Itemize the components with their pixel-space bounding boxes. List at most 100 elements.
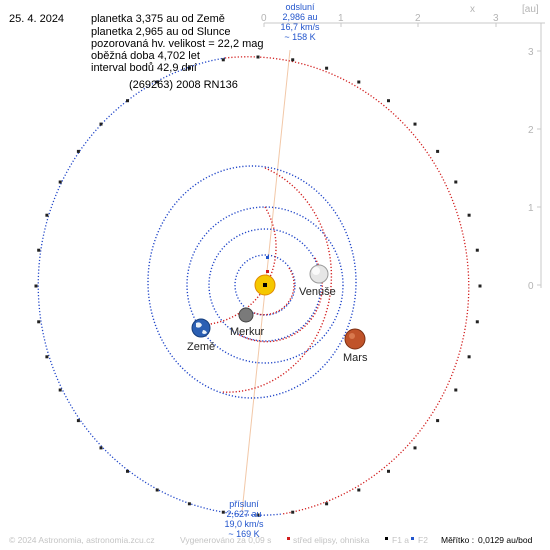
perihelion-speed: 19,0 km/s xyxy=(224,519,264,529)
orbit-point-21 xyxy=(37,248,41,252)
date-label: 25. 4. 2024 xyxy=(9,13,65,25)
focus-f2-marker xyxy=(266,256,269,259)
planet-orbits xyxy=(186,206,344,364)
mars-orbit-blue xyxy=(147,165,357,399)
orbit-point-26 xyxy=(126,99,129,103)
legend-f1-marker xyxy=(385,537,388,540)
orbit-point-2 xyxy=(467,355,471,359)
orbit-point-35 xyxy=(413,122,417,126)
scale-value: 0,0129 au/bod xyxy=(478,535,533,545)
x-tick-1: 1 xyxy=(338,13,344,24)
orbit-point-38 xyxy=(467,213,471,217)
object-name: (269263) 2008 RN136 xyxy=(129,79,238,91)
orbit-point-18 xyxy=(45,355,49,359)
orbit-point-31 xyxy=(291,58,295,62)
earth-icon xyxy=(191,318,211,338)
mars-orbit-red xyxy=(221,167,333,393)
asteroid-orbit-red xyxy=(224,56,470,515)
mercury-orbit-red xyxy=(247,267,295,316)
orbit-point-6 xyxy=(387,469,390,473)
x-tick-3: 3 xyxy=(493,13,499,24)
mars-icon xyxy=(344,328,366,350)
y-tick-0: 0 xyxy=(528,281,534,292)
orbit-point-1 xyxy=(475,320,479,324)
orbit-point-36 xyxy=(436,149,440,153)
orbit-point-39 xyxy=(475,248,479,252)
planet-mars: Mars xyxy=(343,328,368,364)
orbit-point-8 xyxy=(325,502,329,506)
mars-label: Mars xyxy=(343,352,368,364)
x-axis-label: x xyxy=(470,4,475,15)
aphelion-speed: 16,7 km/s xyxy=(280,22,320,32)
venus-icon xyxy=(309,264,329,284)
planet-earth: Země xyxy=(187,318,215,353)
info-line-distance-earth: planetka 3,375 au od Země xyxy=(91,13,225,25)
perihelion-label: přísluní xyxy=(229,499,259,509)
orbit-point-4 xyxy=(436,419,440,423)
legend-center-marker xyxy=(287,537,290,540)
x-tick-0: 0 xyxy=(261,13,267,24)
orbit-point-33 xyxy=(357,80,361,84)
info-line-period: oběžná doba 4,702 let xyxy=(91,50,200,62)
mercury-orbit xyxy=(234,254,296,316)
aphelion-info: odsluní 2,986 au 16,7 km/s ~ 158 K xyxy=(280,2,320,42)
orbit-point-25 xyxy=(99,122,103,126)
axis-labels: 0 1 2 3 x [au] 3 2 1 0 xyxy=(261,4,539,292)
orbit-point-17 xyxy=(58,388,62,392)
generated-text: Vygenerováno za 0,09 s xyxy=(180,535,271,545)
axis-unit: [au] xyxy=(522,4,539,15)
planet-mercury: Merkur xyxy=(230,307,265,338)
orbit-point-29 xyxy=(221,58,225,62)
earth-orbit xyxy=(186,206,344,364)
asteroid-orbit-points xyxy=(34,55,482,517)
orbit-point-23 xyxy=(58,180,62,184)
scale-label: Měřítko : xyxy=(441,535,474,545)
orbit-point-30 xyxy=(256,55,260,59)
orbit-point-14 xyxy=(126,469,129,473)
orbit-point-12 xyxy=(187,502,191,506)
orbit-point-11 xyxy=(221,510,225,514)
orbit-point-19 xyxy=(37,320,41,324)
aphelion-label: odsluní xyxy=(285,2,315,12)
orbit-point-22 xyxy=(45,213,49,217)
orbit-point-28 xyxy=(187,66,191,70)
asteroid-orbit xyxy=(37,56,470,516)
earth-orbit-red xyxy=(197,206,277,326)
orbit-point-13 xyxy=(155,488,159,492)
orbit-point-9 xyxy=(291,510,295,514)
orbit-point-37 xyxy=(454,180,458,184)
orbit-point-10 xyxy=(256,513,260,517)
axes xyxy=(263,22,545,288)
orbit-point-5 xyxy=(413,446,417,450)
y-tick-2: 2 xyxy=(528,125,534,136)
orbit-point-0 xyxy=(478,284,482,288)
planet-venus: Venuše xyxy=(299,264,336,298)
venus-orbit xyxy=(208,228,322,342)
orbit-point-7 xyxy=(357,488,361,492)
earth-label: Země xyxy=(187,341,215,353)
orbit-point-20 xyxy=(34,284,38,288)
venus-label: Venuše xyxy=(299,286,336,298)
y-tick-3: 3 xyxy=(528,47,534,58)
legend-center-text: střed elipsy, ohniska xyxy=(293,535,370,545)
legend-f1-text: F1 a xyxy=(392,535,409,545)
y-tick-1: 1 xyxy=(528,203,534,214)
asteroid-orbit-blue xyxy=(37,57,283,516)
info-line-magnitude: pozorovaná hv. velikost = 22,2 mag xyxy=(91,38,264,50)
orbit-point-3 xyxy=(454,388,458,392)
orbit-point-15 xyxy=(99,446,103,450)
orbit-point-27 xyxy=(155,80,159,84)
orbit-point-32 xyxy=(325,66,329,70)
aphelion-days: ~ 158 K xyxy=(284,32,315,42)
perihelion-days: ~ 169 K xyxy=(228,529,259,539)
legend-f2-marker xyxy=(411,537,414,540)
orbit-point-34 xyxy=(387,99,390,103)
perihelion-distance: 2,627 au xyxy=(226,509,261,519)
x-tick-2: 2 xyxy=(415,13,421,24)
aphelion-distance: 2,986 au xyxy=(282,12,317,22)
legend-f2-text: F2 xyxy=(418,535,428,545)
orbit-point-24 xyxy=(76,149,80,153)
footer: © 2024 Astronomia, astronomia.zcu.cz Vyg… xyxy=(9,535,533,545)
orbit-point-16 xyxy=(76,419,80,423)
